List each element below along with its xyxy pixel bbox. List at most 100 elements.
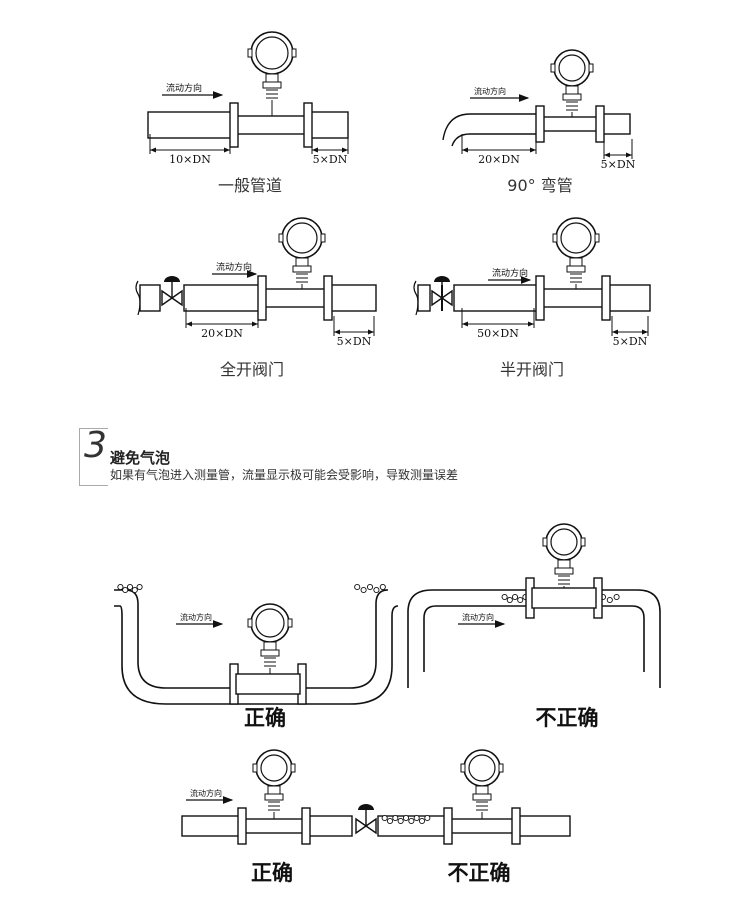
air-bubble [397, 817, 404, 825]
flange [511, 807, 521, 845]
dimension-arrow [224, 147, 230, 153]
flange [443, 807, 453, 845]
flange [535, 275, 545, 321]
air-bubble [126, 583, 134, 591]
verdict-correct-u-pipe: 正确 [244, 706, 286, 730]
pipe-segment [231, 115, 309, 135]
meter-cap-left [252, 763, 258, 773]
valve-handwheel [164, 276, 180, 282]
pipe-segment [239, 818, 307, 834]
meter-cap-right [498, 763, 504, 773]
meter-cap-right [588, 63, 594, 73]
flange [303, 102, 313, 148]
flange [535, 105, 545, 143]
air-bubble [360, 586, 367, 594]
meter-neck [475, 785, 489, 795]
dimension-5dn: 5×DN [313, 153, 348, 166]
verdict-incorrect-inverted-pipe: 不正确 [535, 706, 599, 730]
air-bubble [122, 586, 129, 594]
meter-cap-right [290, 763, 296, 773]
pipe-segment [537, 288, 607, 308]
air-bubble [117, 583, 124, 591]
flange [237, 807, 247, 845]
dimension-50dn: 50×DN [477, 327, 519, 340]
meter-display [286, 222, 318, 254]
dimension-arrow [312, 147, 318, 153]
meter-neck [267, 785, 281, 795]
flange [229, 102, 239, 148]
meter-collar [292, 265, 312, 273]
pipe-segment [303, 815, 353, 837]
meter-collar [260, 649, 280, 657]
meter-body [235, 673, 301, 695]
air-bubble [511, 593, 519, 601]
section-number-frame [79, 428, 108, 486]
meter-cap-right [594, 233, 600, 243]
dimension-arrow [334, 329, 340, 335]
air-bubble [354, 583, 361, 591]
dimension-arrow [626, 152, 632, 158]
meter-cap-right [287, 618, 293, 628]
pipe-segment [139, 284, 161, 312]
meter-cap-right [291, 48, 297, 58]
air-bubble [506, 596, 513, 604]
air-bubble [381, 814, 388, 822]
meter-neck [263, 641, 277, 651]
diagram-inverted-pipe-incorrect: 流动方向 [407, 523, 661, 688]
diagram-u-pipe-correct: 流动方向 [114, 583, 399, 705]
air-bubble [136, 583, 143, 591]
pipe-segment [259, 288, 329, 308]
pipe-segment [453, 284, 541, 312]
meter-display [550, 528, 578, 556]
meter-display [468, 754, 496, 782]
meter-cap-left [460, 763, 466, 773]
air-bubble [379, 583, 386, 591]
flow-direction-label: 流动方向 [190, 788, 222, 798]
flow-direction-label: 流动方向 [462, 612, 494, 622]
valve-handwheel [358, 804, 374, 810]
meter-display [558, 54, 586, 82]
dimension-20dn: 20×DN [201, 327, 243, 340]
meter-collar [554, 567, 574, 575]
pipe-segment [539, 116, 601, 132]
flange [601, 275, 611, 321]
meter-collar [262, 81, 282, 89]
meter-neck [295, 257, 309, 267]
flow-direction-label: 流动方向 [216, 261, 252, 273]
dimension-arrow [604, 152, 610, 158]
flange [323, 275, 333, 321]
dimension-arrow [462, 321, 468, 327]
pipe-segment [181, 815, 243, 837]
caption-bend-90: 90° 弯管 [507, 176, 573, 195]
air-bubble [413, 814, 420, 822]
pipe-segment [513, 815, 571, 837]
pipe-segment [417, 284, 431, 312]
flange [257, 275, 267, 321]
pipe-outer-line [114, 589, 389, 689]
air-bubble [606, 596, 613, 604]
meter-cap-right [320, 233, 326, 243]
meter-cap-left [552, 233, 558, 243]
section-number: 3 [84, 425, 107, 466]
air-bubble [402, 814, 410, 822]
dimension-arrow [150, 147, 156, 153]
meter-cap-right [580, 537, 586, 547]
bend-pipe [442, 113, 541, 147]
diagram-valve-position: 流动方向 [181, 749, 571, 845]
meter-display [560, 222, 592, 254]
dimension-20dn: 20×DN [478, 153, 520, 166]
meter-display [255, 608, 285, 638]
verdict-incorrect-after-valve: 不正确 [447, 861, 511, 885]
air-bubble [418, 817, 426, 825]
flange [301, 807, 311, 845]
flow-direction-label: 流动方向 [166, 82, 202, 94]
air-bubble [501, 593, 508, 601]
verdict-correct-before-valve: 正确 [251, 861, 293, 885]
air-bubble [408, 817, 415, 825]
dimension-arrow [642, 329, 648, 335]
air-bubble [386, 817, 394, 825]
pipe-segment [183, 284, 263, 312]
air-bubble [131, 586, 138, 594]
